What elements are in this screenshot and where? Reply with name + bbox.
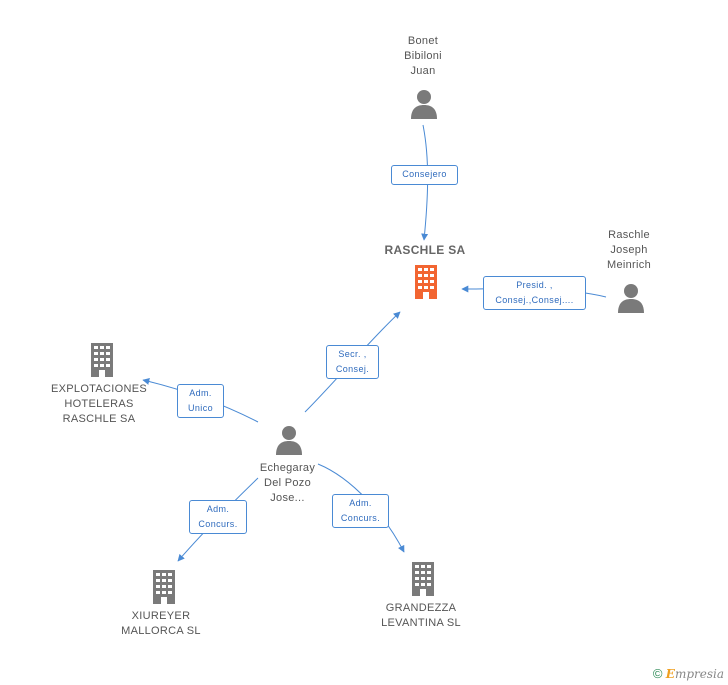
relation-label-line: Adm. (349, 498, 372, 508)
relation-label-line: Concurs. (340, 513, 381, 523)
node-label-line: Del Pozo (263, 477, 312, 489)
node-label-line: Bonet (407, 35, 439, 47)
node-label-raschle-sa[interactable]: RASCHLE SA (365, 243, 485, 258)
person-icon[interactable] (410, 89, 438, 119)
building-icon[interactable] (411, 265, 441, 299)
relation-label-line: Consej.,Consej.... (495, 295, 574, 305)
node-label-line: MALLORCA SL (121, 625, 201, 637)
relation-secr[interactable]: Secr. , Consej. (326, 345, 379, 379)
relation-consejero[interactable]: Consejero (391, 165, 458, 185)
person-icon[interactable] (275, 425, 303, 455)
node-label-line: Raschle (608, 229, 650, 241)
node-label-line: GRANDEZZA (385, 602, 457, 614)
node-label-raschle-joseph[interactable]: Raschle Joseph Meinrich (589, 228, 669, 273)
relation-label-line: Adm. (189, 388, 212, 398)
copyright-icon: © (652, 666, 663, 681)
person-icon[interactable] (617, 283, 645, 313)
node-label-line: HOTELERAS (64, 398, 134, 410)
node-label-explotaciones[interactable]: EXPLOTACIONES HOTELERAS RASCHLE SA (44, 382, 154, 427)
node-label-line: Jose... (270, 492, 305, 504)
building-icon[interactable] (87, 343, 117, 377)
relation-adm-unico[interactable]: Adm. Unico (177, 384, 224, 418)
relation-label-line: Consej. (335, 364, 370, 374)
node-label-echegaray[interactable]: Echegaray Del Pozo Jose... (245, 461, 330, 506)
relation-presid[interactable]: Presid. , Consej.,Consej.... (483, 276, 586, 310)
node-label-line: Meinrich (607, 259, 651, 271)
node-label-line: LEVANTINA SL (381, 617, 461, 629)
brand-logo-initial: E (665, 667, 675, 681)
building-icon[interactable] (408, 562, 438, 596)
brand-logo: Empresia (666, 667, 724, 681)
node-label-line: Joseph (610, 244, 648, 256)
main-company-title: RASCHLE SA (384, 243, 466, 257)
node-label-line: Juan (410, 65, 436, 77)
relation-label-line: Secr. , (338, 349, 367, 359)
node-label-line: Echegaray (259, 462, 316, 474)
brand-logo-rest: mpresia (674, 667, 724, 681)
node-label-line: Bibiloni (404, 50, 442, 62)
relation-label-line: Adm. (206, 504, 230, 514)
node-label-xiureyer[interactable]: XIUREYER MALLORCA SL (111, 609, 211, 639)
relation-adm-concurs-xiureyer[interactable]: Adm. Concurs. (189, 500, 247, 534)
relation-label-line: Presid. , (516, 280, 553, 290)
relation-label-line: Concurs. (198, 519, 238, 529)
brand-footer: © Empresia (653, 666, 724, 681)
node-label-grandezza[interactable]: GRANDEZZA LEVANTINA SL (371, 601, 471, 631)
relation-label-line: Unico (187, 403, 213, 413)
node-label-line: XIUREYER (131, 610, 191, 622)
node-label-line: RASCHLE SA (62, 413, 136, 425)
relation-adm-concurs-grandezza[interactable]: Adm. Concurs. (332, 494, 389, 528)
node-label-bonet[interactable]: Bonet Bibiloni Juan (383, 34, 463, 79)
node-label-line: EXPLOTACIONES (51, 383, 147, 395)
relation-label-line: Consejero (402, 169, 447, 179)
building-icon[interactable] (149, 570, 179, 604)
